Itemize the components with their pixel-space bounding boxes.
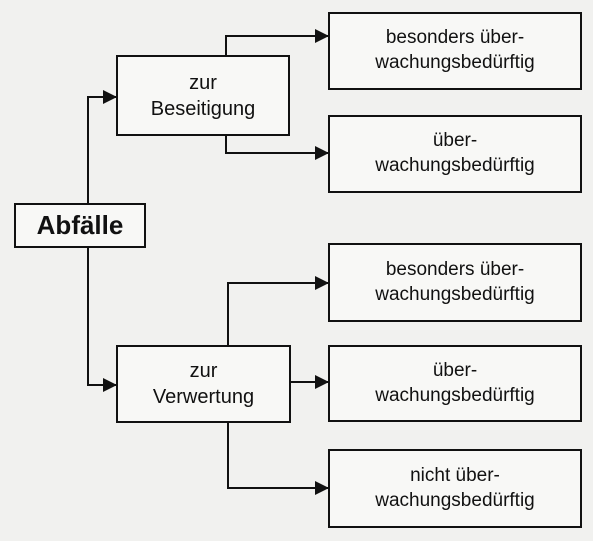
leaf-node-verwertung-2: über- wachungsbedürftig — [328, 345, 582, 422]
leaf-label-line1: nicht über- — [410, 464, 500, 486]
leaf-node-verwertung-3: nicht über- wachungsbedürftig — [328, 449, 582, 528]
leaf-label-line2: wachungsbedürftig — [375, 283, 535, 305]
connector-verwertung-to-leaf-1 — [227, 276, 329, 345]
root-label: Abfälle — [36, 209, 124, 240]
leaf-label-line2: wachungsbedürftig — [375, 489, 535, 511]
leaf-label-line2: wachungsbedürftig — [375, 155, 535, 176]
leaf-label-line1: besonders über- — [385, 27, 525, 49]
leaf-label-line1: über- — [432, 130, 478, 152]
branch-node-beseitigung: zur Beseitigung — [116, 55, 290, 136]
connector-root-to-beseitigung — [87, 90, 117, 203]
branch-label-line2: Beseitigung — [150, 97, 256, 120]
leaf-node-beseitigung-2: über- wachungsbedürftig — [328, 115, 582, 193]
leaf-node-beseitigung-1: besonders über- wachungsbedürftig — [328, 12, 582, 90]
connector-verwertung-to-leaf-3 — [227, 423, 329, 495]
connector-root-to-verwertung — [87, 248, 117, 392]
branch-node-verwertung: zur Verwertung — [116, 345, 291, 423]
leaf-label-line1: besonders über- — [385, 258, 525, 280]
leaf-label-line2: wachungsbedürftig — [375, 384, 535, 406]
branch-label-line1: zur — [189, 360, 218, 382]
branch-label-line2: Verwertung — [152, 386, 255, 408]
leaf-label-line2: wachungsbedürftig — [375, 52, 535, 73]
branch-label-line1: zur — [189, 71, 217, 94]
root-node: Abfälle — [14, 203, 146, 248]
connector-beseitigung-to-leaf-2 — [225, 136, 329, 160]
leaf-node-verwertung-1: besonders über- wachungsbedürftig — [328, 243, 582, 322]
connector-beseitigung-to-leaf-1 — [225, 29, 329, 55]
leaf-label-line1: über- — [432, 359, 478, 381]
